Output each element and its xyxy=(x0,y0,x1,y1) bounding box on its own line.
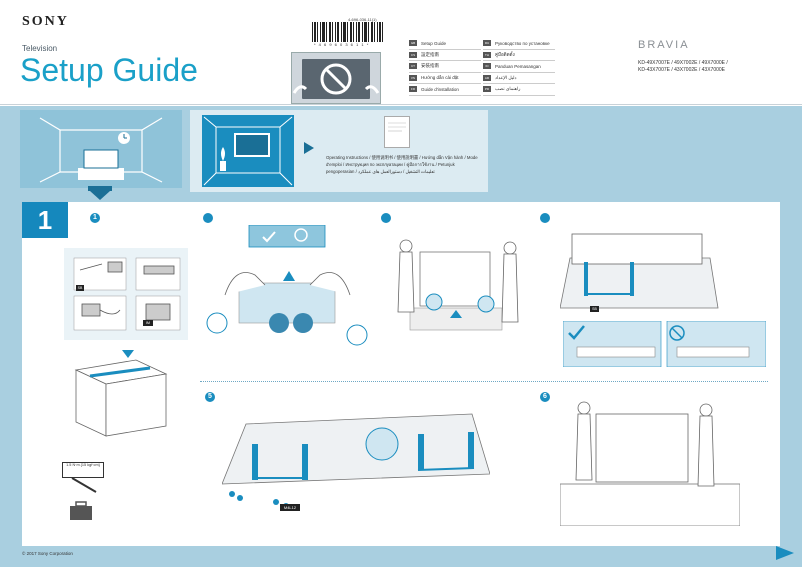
screw-stand-illustration xyxy=(222,413,490,509)
language-title: راهنمای نصب xyxy=(495,86,521,92)
substep-badge: 6 xyxy=(540,392,550,402)
models-line-2: KD-43X7007E / 43X7002E / 43X7000E xyxy=(638,67,726,73)
accessory-label: SB xyxy=(76,285,84,291)
screw-label: M4L12 xyxy=(280,504,300,511)
divider xyxy=(200,381,768,382)
language-code: PR xyxy=(483,86,491,93)
language-code: ID xyxy=(483,63,491,70)
arrow-right-icon xyxy=(304,142,314,154)
no-push-screen-icon xyxy=(292,59,380,99)
language-row: AR دليل الإعداد xyxy=(483,73,555,84)
stand-check-illustration xyxy=(563,321,766,367)
page-turn-icon xyxy=(776,546,794,560)
operating-instructions-text: Operating Instructions / 使用说明书 / 使用說明書 /… xyxy=(326,155,478,174)
room-placement-panel xyxy=(20,110,182,188)
lift-tv-illustration xyxy=(397,239,519,331)
torque-spec: 1.5 N·m {15 kgf·cm} xyxy=(62,462,104,478)
language-title: 設定指南 xyxy=(421,51,439,57)
product-line-logo: BRAVIA xyxy=(638,39,690,51)
language-title: 安裝指南 xyxy=(421,63,439,69)
brand-logo: SONY xyxy=(22,14,69,29)
language-title: คู่มือติดตั้ง xyxy=(495,52,515,58)
divider xyxy=(0,104,802,105)
tv-on-stand-icon xyxy=(39,117,163,183)
substep-badge xyxy=(381,213,391,223)
language-code: RU xyxy=(483,40,491,47)
substep-badge xyxy=(540,213,550,223)
language-row: CT 安裝指南 xyxy=(409,61,481,73)
language-code: AR xyxy=(483,74,491,81)
arrow-down-icon xyxy=(88,186,112,200)
language-title: دليل الإعداد xyxy=(495,74,517,80)
room-tv-illustration xyxy=(202,115,294,187)
language-title: Setup Guide xyxy=(421,40,447,46)
language-title: Руководство по установке xyxy=(495,40,550,46)
manual-icon xyxy=(384,116,410,148)
attach-stand-illustration xyxy=(560,233,719,309)
cover-illustration xyxy=(291,52,381,104)
substep-badge: 1 xyxy=(90,213,100,223)
stand-label: SB xyxy=(590,306,599,312)
substep-badge: 5 xyxy=(205,392,215,402)
place-tv-illustration xyxy=(560,401,740,526)
barcode-icon xyxy=(312,22,383,42)
document-number: 4-696-036-11(1) xyxy=(348,17,377,22)
language-row: ID Panduan Pemasangan xyxy=(483,61,555,73)
substep-badge xyxy=(203,213,213,223)
tv-box-icon xyxy=(74,350,168,437)
page-title: Setup Guide xyxy=(20,52,198,88)
barcode-digits: * 4 6 9 6 0 3 6 1 1 * xyxy=(314,42,370,47)
language-code: CS xyxy=(409,51,417,58)
accessory-label: IM xyxy=(143,320,153,326)
language-row: TH คู่มือติดตั้ง xyxy=(483,50,555,61)
model-numbers: KD-49X7007E / 49X7002E / 49X7000E / KD-4… xyxy=(638,60,728,74)
language-title: Panduan Pemasangan xyxy=(495,63,541,69)
product-category: Television xyxy=(22,44,58,53)
models-line-1: KD-49X7007E / 49X7002E / 49X7000E / xyxy=(638,60,728,66)
language-row: VN Hướng dẫn cài đặt xyxy=(409,73,481,84)
copyright: © 2017 Sony Corporation xyxy=(22,551,73,556)
remove-tv-illustration xyxy=(206,225,368,346)
language-row: FR Guide d'installation xyxy=(409,84,481,96)
language-title: Guide d'installation xyxy=(421,86,459,92)
language-code: TH xyxy=(483,51,491,58)
language-title: Hướng dẫn cài đặt xyxy=(421,75,459,81)
language-row: CS 設定指南 xyxy=(409,50,481,61)
language-code: FR xyxy=(409,86,417,93)
screwdriver-toolbox-icon xyxy=(70,477,97,520)
language-code: VN xyxy=(409,74,417,81)
wall-tv-icon xyxy=(203,116,293,186)
language-row: RU Руководство по установке xyxy=(483,38,555,50)
language-row: PR راهنمای نصب xyxy=(483,84,555,96)
language-row: GB Setup Guide xyxy=(409,38,481,50)
language-code: CT xyxy=(409,63,417,70)
accessories-illustration xyxy=(64,248,188,340)
step-number: 1 xyxy=(22,202,68,238)
language-code: GB xyxy=(409,40,417,47)
